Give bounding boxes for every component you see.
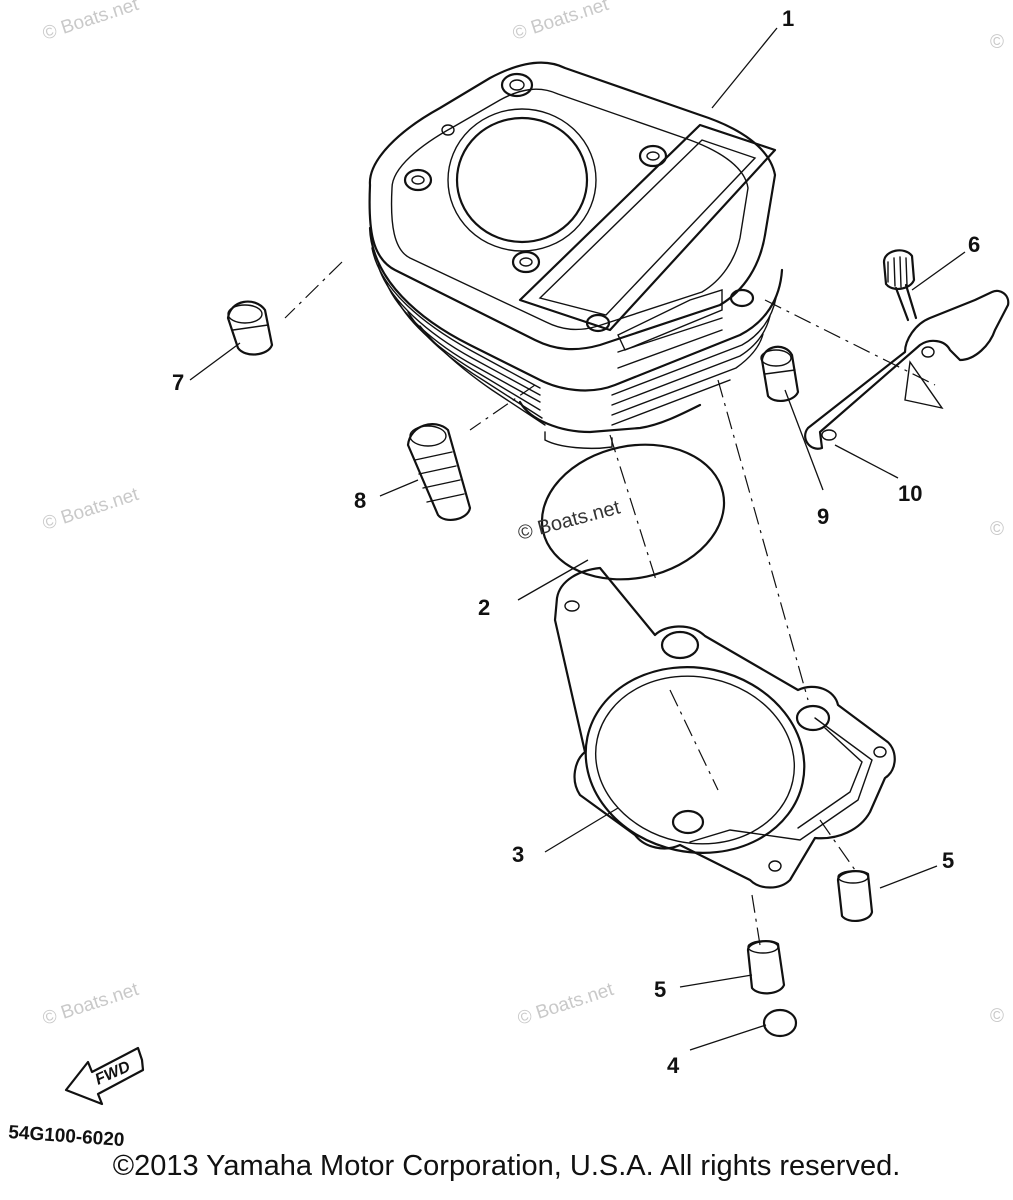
dowel-pin-part	[746, 940, 786, 995]
watermark: © Boats.net	[510, 0, 612, 45]
alignment-line	[717, 379, 809, 701]
watermark: ©	[990, 1006, 1004, 1027]
o-ring-part	[540, 443, 726, 581]
callout-10: 10	[898, 481, 922, 506]
callout-9: 9	[817, 504, 829, 529]
callout-4: 4	[667, 1053, 680, 1078]
dowel-pin-part	[836, 870, 874, 922]
callout-5b: 5	[654, 977, 666, 1002]
watermark: © Boats.net	[515, 979, 617, 1030]
callout-3: 3	[512, 842, 524, 867]
watermark: © Boats.net	[40, 979, 142, 1030]
diagram-code: 54G100-6020	[8, 1122, 125, 1151]
callout-5a: 5	[942, 848, 954, 873]
callout-2: 2	[478, 595, 490, 620]
alignment-line	[819, 819, 856, 871]
alignment-line	[284, 261, 343, 319]
watermark: © Boats.net	[40, 0, 142, 45]
alignment-line	[469, 384, 536, 431]
watermark: © Boats.net	[516, 496, 623, 544]
fwd-arrow-icon: FWD	[64, 1046, 145, 1106]
alignment-line	[669, 689, 719, 791]
small-o-ring-part	[762, 1008, 798, 1038]
watermark: © Boats.net	[40, 484, 142, 535]
long-plug-part	[406, 423, 472, 521]
bracket-part	[804, 289, 1010, 450]
leader-lines	[189, 27, 966, 1051]
cylinder-gasket-part	[553, 566, 896, 889]
copyright-notice: ©2013 Yamaha Motor Corporation, U.S.A. A…	[112, 1150, 901, 1182]
bolt-part	[882, 249, 918, 322]
alignment-line	[751, 894, 761, 946]
alignment-line	[764, 299, 936, 386]
callout-1: 1	[782, 6, 794, 31]
fwd-label: FWD	[93, 1058, 134, 1089]
callout-8: 8	[354, 488, 366, 513]
watermark: ©	[990, 519, 1004, 540]
cylinder-part	[368, 61, 784, 449]
callout-6: 6	[968, 232, 980, 257]
watermark: ©	[990, 32, 1004, 53]
callout-7: 7	[172, 370, 184, 395]
alignment-line	[609, 434, 657, 581]
plug-part	[226, 300, 274, 356]
plug-part	[760, 345, 800, 402]
